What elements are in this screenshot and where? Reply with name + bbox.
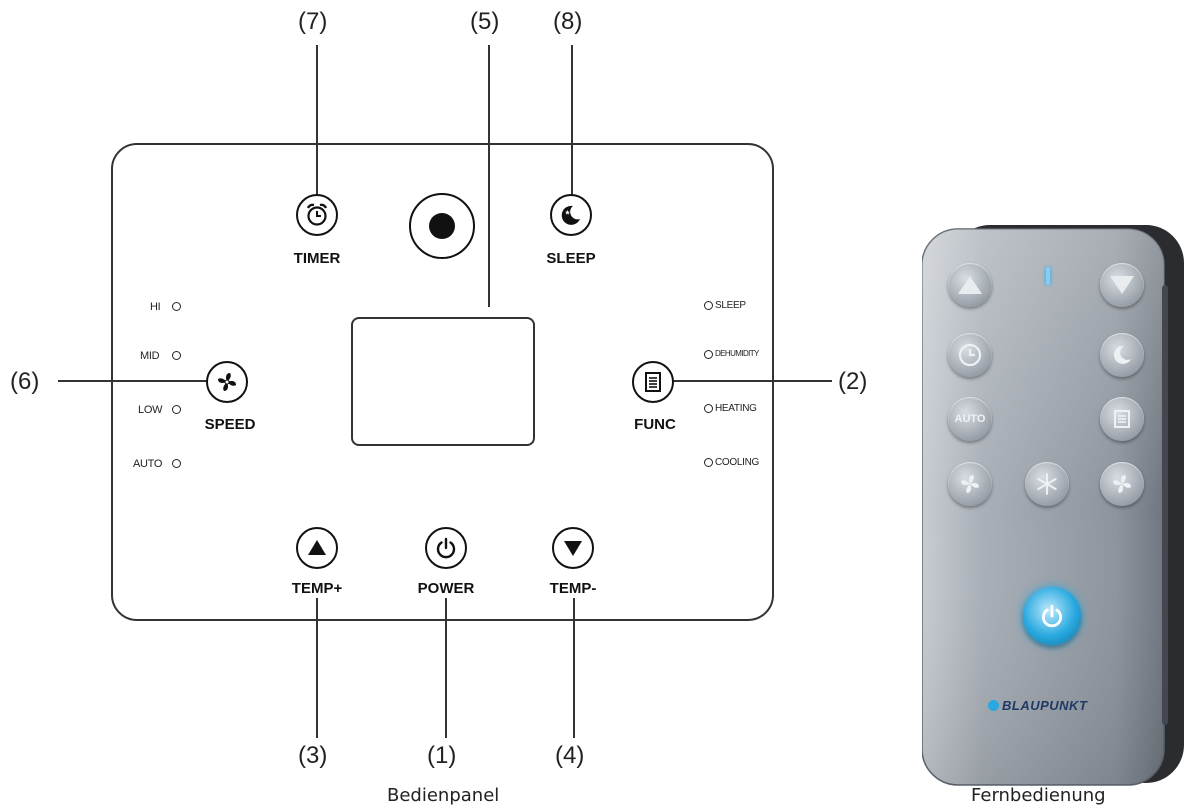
callout-6: (6) [10, 368, 39, 396]
brand-dot-icon [988, 700, 999, 711]
temp-up-button[interactable] [296, 527, 338, 569]
callout-4: (4) [555, 742, 584, 770]
speed-button[interactable] [206, 361, 248, 403]
sleep-button[interactable] [550, 194, 592, 236]
caption-bedienpanel: Bedienpanel [387, 785, 499, 806]
speed-led-mid [172, 351, 181, 360]
remote-control: AUTO BLAUPUNKT [922, 225, 1184, 787]
callout-line-2 [668, 380, 832, 382]
status-led-icon [1046, 267, 1050, 285]
callout-8: (8) [553, 8, 582, 36]
menu-icon [1111, 408, 1133, 430]
speed-label: SPEED [205, 416, 256, 433]
callout-1: (1) [427, 742, 456, 770]
remote-temp-down-button[interactable] [1100, 263, 1144, 307]
callout-7: (7) [298, 8, 327, 36]
remote-power-button[interactable] [1023, 587, 1081, 645]
caption-fernbedienung: Fernbedienung [971, 785, 1106, 806]
clock-icon [957, 342, 983, 368]
callout-line-7 [316, 45, 318, 195]
remote-sleep-button[interactable] [1100, 333, 1144, 377]
remote-temp-up-button[interactable] [948, 263, 992, 307]
speed-led-low [172, 405, 181, 414]
auto-icon: AUTO [955, 413, 986, 425]
temp-up-label: TEMP+ [292, 580, 342, 597]
callout-line-1 [445, 598, 447, 738]
fan-icon [213, 368, 241, 396]
speed-led-label-low: LOW [138, 404, 162, 416]
callout-line-4 [573, 598, 575, 738]
display-screen [351, 317, 535, 446]
callout-line-8 [571, 45, 573, 195]
remote-cool-button[interactable] [1025, 462, 1069, 506]
speed-led-label-mid: MID [140, 350, 159, 362]
speed-led-hi [172, 302, 181, 311]
callout-3: (3) [298, 742, 327, 770]
temp-down-button[interactable] [552, 527, 594, 569]
callout-5: (5) [470, 8, 499, 36]
func-led-label-cooling: COOLING [715, 457, 759, 468]
triangle-up-icon [305, 536, 329, 560]
func-button[interactable] [632, 361, 674, 403]
callout-line-3 [316, 598, 318, 738]
brand-logo: BLAUPUNKT [1002, 698, 1087, 713]
timer-button[interactable] [296, 194, 338, 236]
triangle-down-icon [561, 536, 585, 560]
func-led-cooling [704, 458, 713, 467]
remote-auto-button[interactable]: AUTO [948, 397, 992, 441]
triangle-down-icon [1110, 276, 1134, 294]
callout-line-5 [488, 45, 490, 307]
sleep-label: SLEEP [546, 250, 595, 267]
fan-icon [1109, 471, 1135, 497]
power-icon [433, 535, 459, 561]
power-icon [1038, 602, 1066, 630]
func-led-label-sleep: SLEEP [715, 300, 746, 311]
speed-led-label-auto: AUTO [133, 458, 162, 470]
alarm-clock-icon [303, 201, 331, 229]
fan-icon [957, 471, 983, 497]
remote-fan-button-left[interactable] [948, 462, 992, 506]
callout-2: (2) [838, 368, 867, 396]
speed-led-auto [172, 459, 181, 468]
func-led-dehumidity [704, 350, 713, 359]
filled-dot-icon [429, 213, 455, 239]
remote-func-button[interactable] [1100, 397, 1144, 441]
power-button[interactable] [425, 527, 467, 569]
speed-led-label-hi: HI [150, 301, 160, 313]
remote-timer-button[interactable] [948, 333, 992, 377]
moon-icon [558, 202, 584, 228]
callout-line-6 [58, 380, 208, 382]
temp-down-label: TEMP- [550, 580, 597, 597]
moon-icon [1110, 343, 1134, 367]
func-led-label-dehumidity: DEHUMIDITY [715, 349, 759, 358]
func-led-sleep [704, 301, 713, 310]
power-label: POWER [418, 580, 475, 597]
snowflake-icon [1034, 471, 1060, 497]
func-led-label-heating: HEATING [715, 403, 757, 414]
list-icon [641, 370, 665, 394]
remote-fan-button-right[interactable] [1100, 462, 1144, 506]
func-led-heating [704, 404, 713, 413]
timer-label: TIMER [294, 250, 341, 267]
triangle-up-icon [958, 276, 982, 294]
func-label: FUNC [634, 416, 676, 433]
display-indicator-button [409, 193, 475, 259]
